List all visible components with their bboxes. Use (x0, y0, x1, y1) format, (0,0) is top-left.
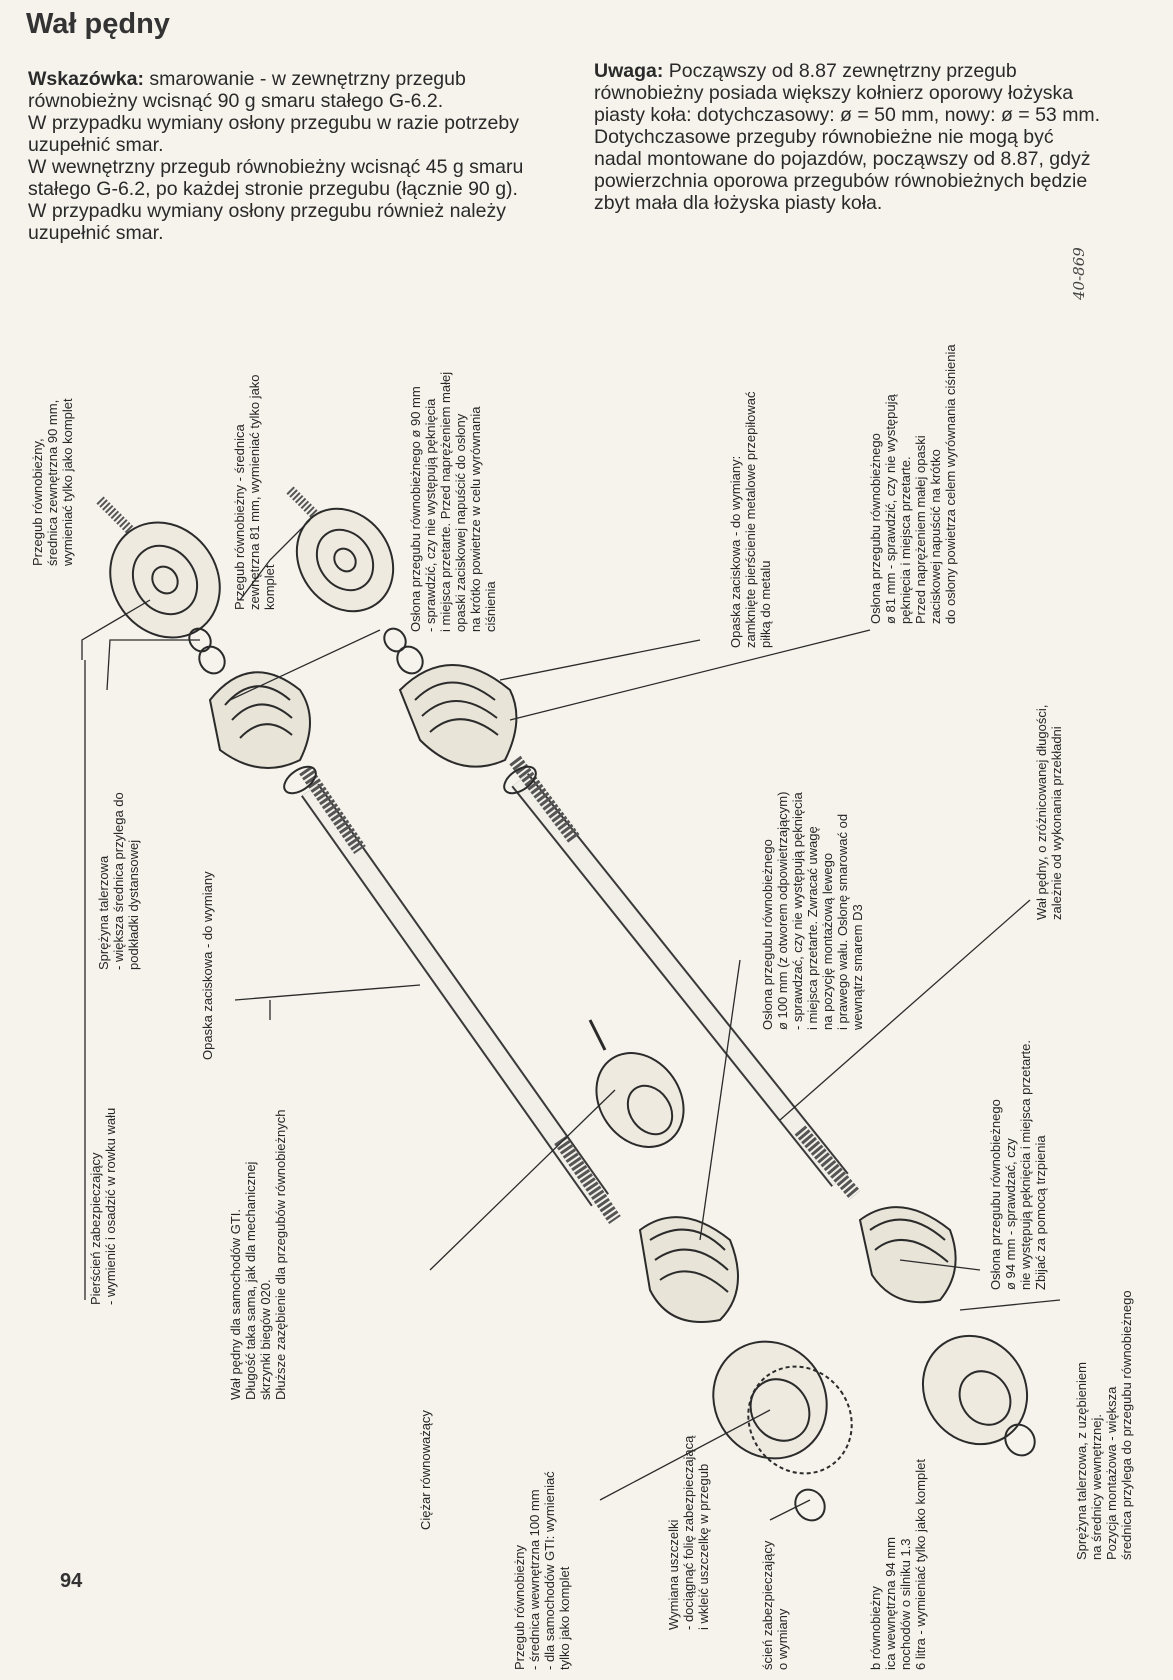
label-boot-100: Osłona przegubu równobieżnego ø 100 mm (… (760, 791, 865, 1030)
label-balance-weight: Ciężar równoważący (418, 1410, 433, 1530)
label-clamp-left: Opaska zaciskowa - do wymiany (200, 871, 215, 1060)
left-driveshaft (299, 766, 621, 1224)
outer-joint-81mm (286, 486, 424, 675)
label-outer-joint-90: Przegub równobieżny, średnica zewnętrzna… (30, 398, 75, 566)
label-inner-joint-94: b równobieżny ica wewnętrzna 94 mm nocho… (868, 1459, 928, 1670)
inner-joint-100mm (638, 1216, 853, 1522)
label-disc-spring-bottom: Sprężyna talerzowa, z uzębieniem na śred… (1074, 1290, 1134, 1560)
label-gasket: Wymiana uszczelki - dociągnąć folię zabe… (666, 1435, 711, 1630)
inner-joint-94mm (858, 1206, 1036, 1457)
balance-weight (588, 1019, 685, 1148)
label-outer-joint-81: Przegub równobieżny - średnica zewnętrzn… (232, 374, 277, 610)
note-hint-line-2: W przypadku wymiany osłony przegubu w ra… (28, 112, 519, 156)
label-boot-94: Osłona przegubu równobieżnego ø 94 mm - … (988, 1039, 1048, 1290)
page-title: Wał pędny (26, 8, 170, 40)
label-inner-joint-100: Przegub równobieżny - średnica wewnętrzn… (512, 1471, 572, 1670)
label-circlip-bottom: ścień zabezpieczający o wymiany (760, 1540, 790, 1670)
label-disc-spring-top: Sprężyna talerzowa - większa średnica pr… (96, 792, 141, 970)
label-clamp-top: Opaska zaciskowa - do wymiany: zamknięte… (728, 391, 773, 648)
note-hint-line-4: W przypadku wymiany osłony przegubu równ… (28, 200, 506, 244)
note-hint: Wskazówka: smarowanie - w zewnętrzny prz… (28, 68, 538, 244)
page-number: 94 (60, 1570, 83, 1592)
leader-lines (81, 519, 1061, 1521)
label-driveshaft-gti: Wał pędny dla samochodów GTI. Długość ta… (228, 1109, 288, 1400)
note-warning: Uwaga: Począwszy od 8.87 zewnętrzny prze… (594, 60, 1104, 214)
label-circlip-top: Pierścień zabezpieczający - wymienić i o… (88, 1107, 118, 1305)
note-hint-line-3: W wewnętrzny przegub równobieżny wcisnąć… (28, 156, 524, 200)
label-driveshaft-length: Wał pędny, o zróżnicowanej długości, zal… (1034, 704, 1064, 920)
note-hint-line-1: smarowanie - w zewnętrzny przegub równob… (28, 68, 466, 112)
label-boot-81: Osłona przegubu równobieżnego ø 81 mm - … (868, 344, 958, 624)
label-boot-90: Osłona przegubu równobieżnego ø 90 mm - … (408, 371, 498, 632)
note-warning-label: Uwaga: (594, 60, 664, 82)
note-warning-text: Począwszy od 8.87 zewnętrzny przegub rów… (594, 60, 1101, 214)
outer-joint-90mm (96, 496, 226, 675)
note-hint-label: Wskazówka: (28, 68, 144, 90)
outer-boots (208, 664, 537, 795)
